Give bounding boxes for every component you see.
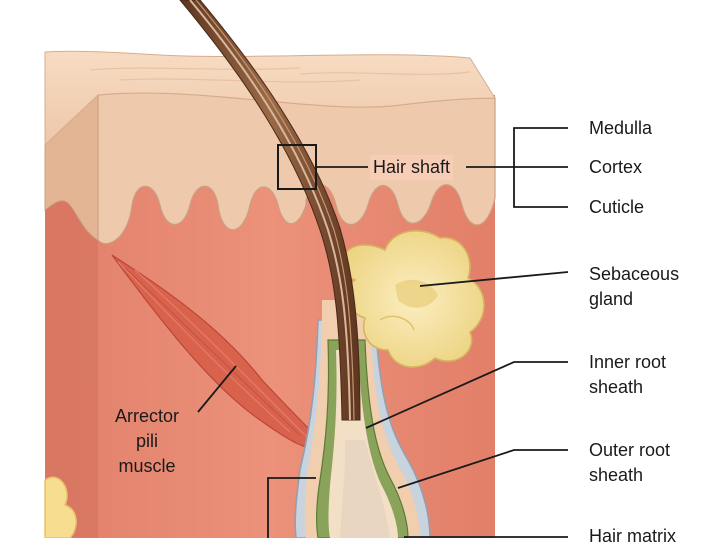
hair-follicle-diagram xyxy=(44,0,569,538)
label-sebaceous-gland: Sebaceous gland xyxy=(589,264,680,309)
label-outer-root-sheath: Outer root sheath xyxy=(589,440,671,485)
hair-shaft xyxy=(179,0,361,421)
label-hair-shaft: Hair shaft xyxy=(370,155,454,180)
label-inner-root-sheath: Inner root sheath xyxy=(589,352,667,397)
hair-follicle xyxy=(294,300,431,538)
label-cortex: Cortex xyxy=(589,157,643,177)
label-hair-matrix: Hair matrix xyxy=(589,526,677,546)
label-medulla: Medulla xyxy=(589,118,653,138)
leader-lines xyxy=(197,127,569,538)
adipose-tissue xyxy=(44,476,77,538)
label-arrector-pili-muscle: Arrector pili muscle xyxy=(114,406,179,476)
label-cuticle: Cuticle xyxy=(589,197,645,217)
